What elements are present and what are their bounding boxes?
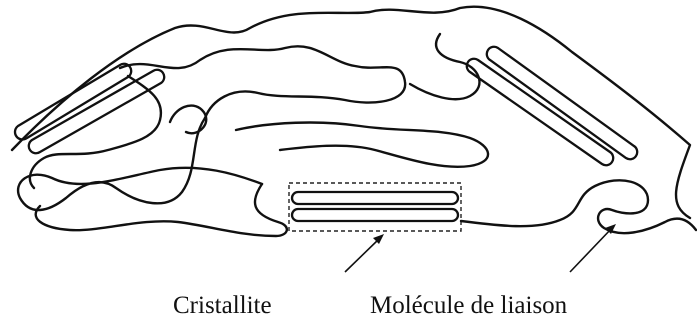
crystallite-dashed-box [289,183,461,231]
amorphous-chain-2 [18,118,262,210]
crystallite-fold-top [292,192,458,204]
tie-molecule-arrow-line [570,228,612,272]
amorphous-chain-7 [30,76,161,188]
amorphous-chain-6 [410,34,479,99]
left-lamella-inner [29,70,164,153]
amorphous-chain-5 [170,106,206,134]
amorphous-chain-4 [236,123,488,167]
tie-molecule-label: Molécule de liaison [370,292,567,320]
crystallite-fold-bottom [292,209,458,221]
right-lamella-inner [467,59,613,165]
crystallite-arrow-line [345,238,380,272]
right-lamella-outer [487,47,637,159]
tie-molecule-chain [461,180,696,233]
crystallite-label: Cristallite [173,292,272,320]
